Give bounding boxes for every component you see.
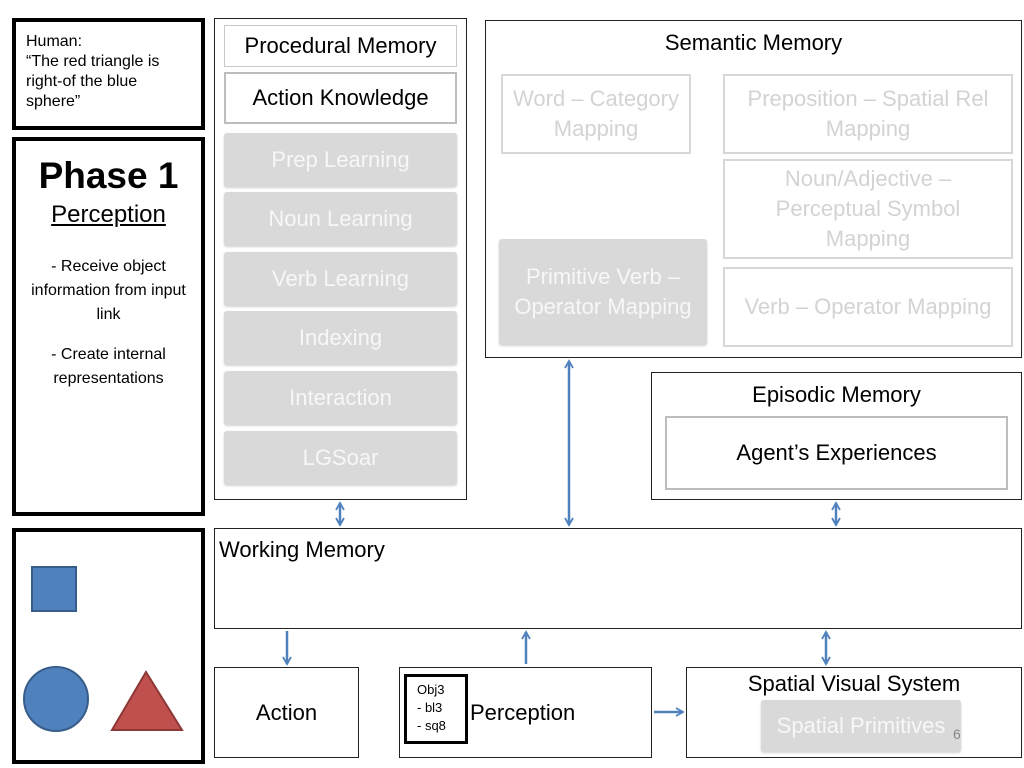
primitive-verb-mapping: Primitive Verb – Operator Mapping — [499, 239, 707, 345]
spatial-visual-system-title: Spatial Visual System — [747, 671, 961, 696]
module-indexing: Indexing — [224, 311, 457, 365]
noun-adjective-mapping: Noun/Adjective – Perceptual Symbol Mappi… — [723, 159, 1013, 259]
working-memory-title: Working Memory — [219, 537, 385, 562]
spatial-primitives-box: Spatial Primitives — [761, 700, 961, 752]
episodic-memory-title: Episodic Memory — [752, 382, 921, 407]
object-attr-1: - bl3 — [417, 700, 443, 715]
perception-label: Perception — [470, 700, 576, 725]
module-interaction: Interaction — [224, 371, 457, 425]
procedural-memory-panel: Procedural Memory Action Knowledge Prep … — [214, 18, 467, 500]
object-attr-2: - sq8 — [417, 718, 446, 733]
page-number: 6 — [953, 726, 961, 742]
action-box: Action — [214, 667, 359, 758]
phase-box: Phase 1 Perception - Receive object info… — [12, 137, 205, 516]
preposition-spatial-mapping: Preposition – Spatial Rel Mapping — [723, 74, 1013, 154]
perception-box: Obj3 - bl3 - sq8 Perception — [399, 667, 652, 758]
procedural-memory-title: Procedural Memory — [224, 25, 457, 67]
shapes-box — [12, 528, 205, 764]
verb-operator-mapping: Verb – Operator Mapping — [723, 267, 1013, 347]
red-triangle — [110, 670, 184, 731]
object-info-box: Obj3 - bl3 - sq8 — [404, 674, 468, 744]
semantic-memory-title: Semantic Memory — [664, 30, 843, 55]
episodic-memory-panel: Episodic Memory Agent’s Experiences — [651, 372, 1022, 500]
word-category-mapping: Word – Category Mapping — [501, 74, 691, 154]
module-noun-learning: Noun Learning — [224, 192, 457, 246]
module-lgsoar: LGSoar — [224, 431, 457, 485]
semantic-memory-panel: Semantic Memory Word – Category Mapping … — [485, 20, 1022, 358]
human-label: Human: — [26, 33, 83, 50]
blue-sphere — [23, 666, 89, 732]
action-knowledge-box: Action Knowledge — [224, 72, 457, 124]
working-memory-panel: Working Memory — [214, 528, 1022, 629]
phase-title: Phase 1 — [38, 155, 179, 196]
module-prep-learning: Prep Learning — [224, 133, 457, 187]
human-utterance: “The red triangle is right-of the blue s… — [26, 53, 160, 110]
module-verb-learning: Verb Learning — [224, 252, 457, 306]
spatial-visual-system-box: Spatial Visual System Spatial Primitives… — [686, 667, 1022, 758]
blue-square — [31, 566, 77, 612]
phase-bullet-1: - Receive object information from input … — [31, 258, 186, 323]
phase-subtitle: Perception — [51, 201, 166, 228]
object-id: Obj3 — [417, 682, 445, 697]
agents-experiences-box: Agent’s Experiences — [665, 416, 1008, 490]
phase-bullet-2: - Create internal representations — [51, 346, 166, 387]
human-utterance-box: Human: “The red triangle is right-of the… — [12, 18, 205, 130]
